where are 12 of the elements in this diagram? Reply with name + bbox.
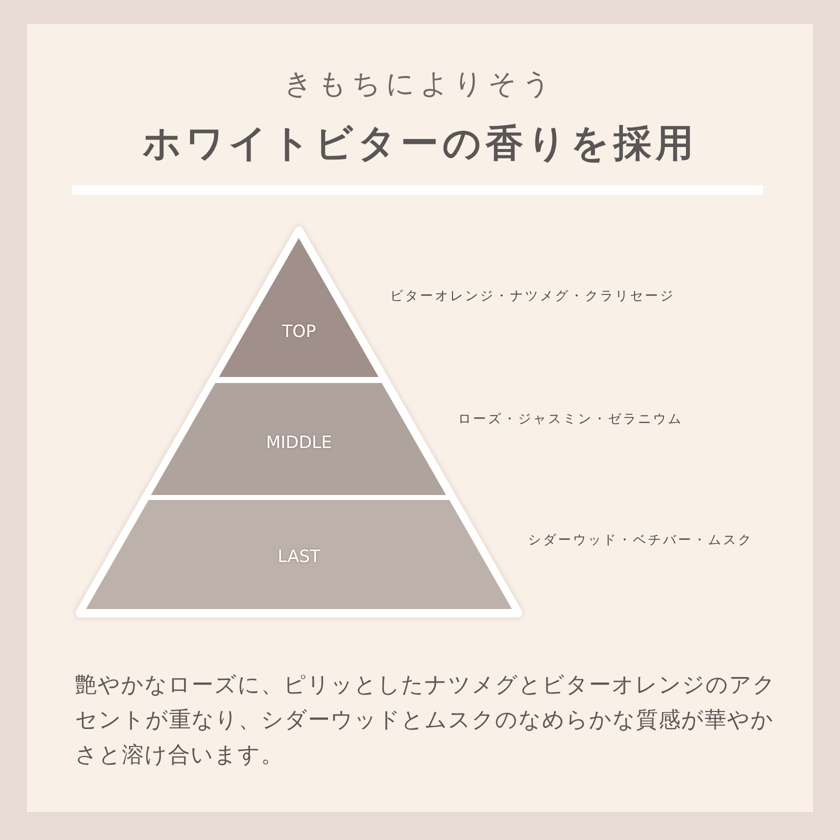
ingredient-list: ローズ・ジャスミン・ゼラニウム [458, 411, 683, 429]
tier-label: TOP [282, 320, 316, 342]
tier-label: LAST [278, 546, 320, 568]
subheading: きもちによりそう [284, 66, 556, 102]
description-paragraph: 艶やかなローズに、ピリッとしたナツメグとビターオレンジのアクセントが重なり、シダーウッドとムスクのなめらかな質感が華やかさと溶け合います。 [75, 672, 777, 770]
heading: ホワイトビターの香りを採用 [142, 120, 698, 167]
pyramid-tier [151, 383, 446, 495]
pyramid-tier [219, 238, 379, 377]
tier-label: MIDDLE [266, 432, 332, 454]
pyramid-tier [86, 500, 512, 609]
ingredient-list: ビターオレンジ・ナツメグ・クラリセージ [390, 288, 675, 306]
ingredient-list: シダーウッド・ベチバー・ムスク [528, 532, 753, 550]
